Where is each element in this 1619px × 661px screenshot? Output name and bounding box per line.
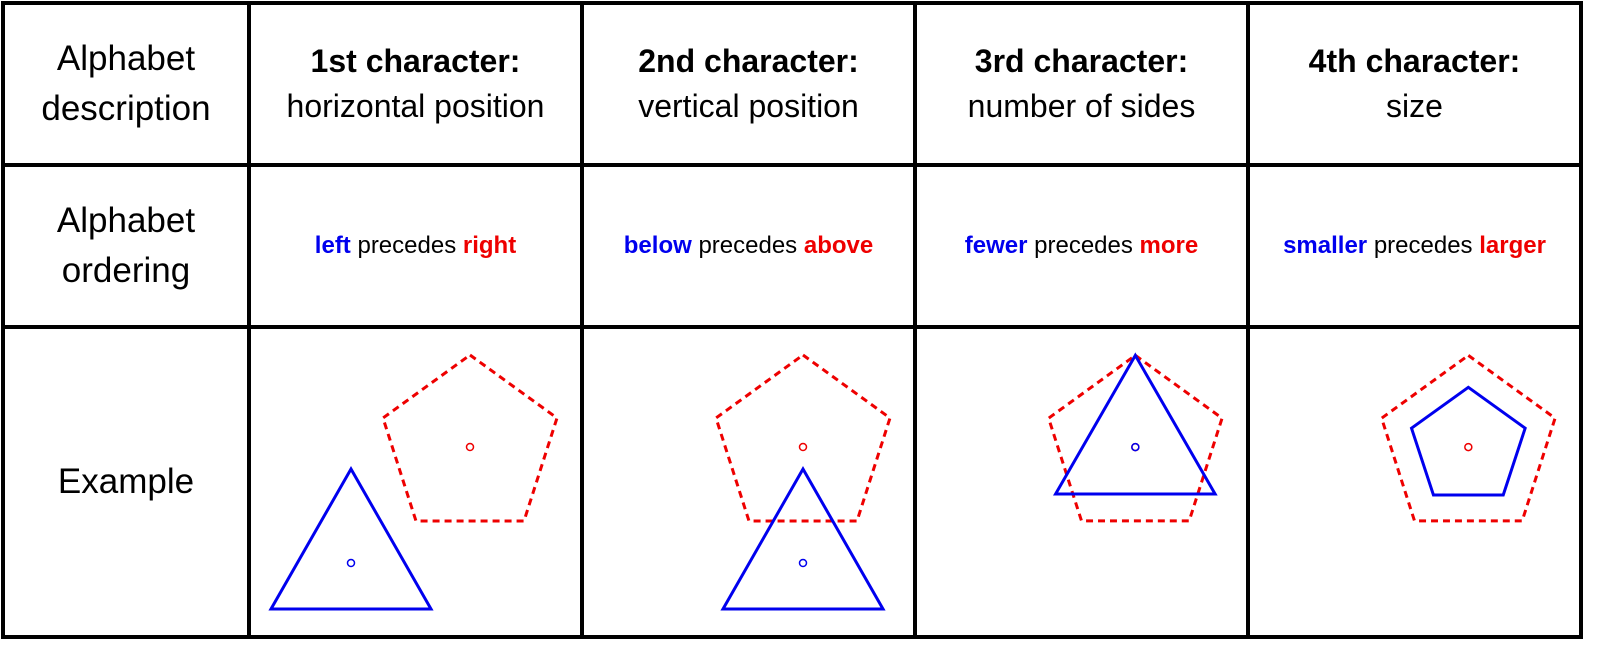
- ordering-cell-1: left precedes right: [247, 163, 584, 329]
- red-pentagon: [1379, 353, 1557, 523]
- ordering-cell-4: smaller precedes larger: [1246, 163, 1583, 329]
- description-cell-4: 4th character: size: [1246, 1, 1583, 167]
- description-cell-1: 1st character: horizontal position: [247, 1, 584, 167]
- ordering-high: above: [803, 232, 874, 259]
- example-figure-vertical: [714, 353, 892, 611]
- blue-triangle: [1052, 352, 1218, 496]
- column-title: 1st character:: [310, 43, 521, 79]
- column-title: 3rd character:: [974, 43, 1189, 79]
- example-row-label: Example: [1, 325, 251, 639]
- blue-center-dot: [798, 558, 808, 568]
- description-row: Alphabet description 1st character: hori…: [1, 1, 1583, 167]
- red-center-dot: [1464, 442, 1473, 452]
- ordering-row-label: Alphabet ordering: [1, 163, 251, 329]
- column-title: 2nd character:: [638, 43, 859, 79]
- red-pentagon: [1046, 353, 1224, 523]
- red-pentagon: [714, 353, 892, 523]
- ordering-mid: precedes: [1034, 232, 1133, 259]
- ordering-cell-2: below precedes above: [580, 163, 917, 329]
- column-subtitle: number of sides: [967, 88, 1196, 124]
- blue-center-dot: [1131, 442, 1140, 452]
- row-label-line-1: Alphabet: [56, 39, 196, 78]
- ordering-high: larger: [1479, 232, 1546, 259]
- example-cell-4: [1246, 325, 1583, 639]
- ordering-high: more: [1139, 232, 1199, 259]
- example-row: Example: [1, 325, 1583, 639]
- example-figure-size: [1379, 353, 1557, 523]
- example-figure-horizontal: [268, 353, 559, 611]
- blue-center-dot: [346, 558, 356, 568]
- ordering-low: below: [623, 232, 692, 259]
- example-cell-1: [247, 325, 584, 639]
- example-cell-3: [913, 325, 1250, 639]
- blue-triangle: [268, 465, 434, 611]
- red-center-dot: [465, 442, 475, 452]
- row-label-line-2: description: [41, 89, 211, 128]
- blue-small-pentagon: [1409, 385, 1527, 497]
- ordering-mid: precedes: [698, 232, 798, 259]
- ordering-row: Alphabet ordering left precedes right be…: [1, 163, 1583, 329]
- ordering-mid: precedes: [1373, 232, 1473, 259]
- description-cell-2: 2nd character: vertical position: [580, 1, 917, 167]
- example-cell-2: [580, 325, 917, 639]
- ordering-low: smaller: [1283, 232, 1368, 259]
- blue-triangle: [720, 465, 886, 611]
- ordering-high: right: [462, 232, 517, 259]
- column-subtitle: vertical position: [638, 88, 859, 124]
- row-label-line-1: Alphabet: [56, 201, 196, 240]
- red-pentagon: [381, 353, 559, 523]
- red-center-dot: [798, 442, 808, 452]
- description-cell-3: 3rd character: number of sides: [913, 1, 1250, 167]
- alphabet-table: Alphabet description 1st character: hori…: [1, 1, 1583, 639]
- example-figure-sides: [1046, 352, 1224, 523]
- row-label-line-2: ordering: [61, 251, 191, 290]
- ordering-low: left: [314, 232, 351, 259]
- ordering-mid: precedes: [357, 232, 457, 259]
- description-row-label: Alphabet description: [1, 1, 251, 167]
- ordering-cell-3: fewer precedes more: [913, 163, 1250, 329]
- column-subtitle: horizontal position: [286, 88, 545, 124]
- column-subtitle: size: [1386, 88, 1443, 124]
- ordering-low: fewer: [964, 232, 1028, 259]
- example-label: Example: [57, 462, 195, 501]
- column-title: 4th character:: [1308, 43, 1521, 79]
